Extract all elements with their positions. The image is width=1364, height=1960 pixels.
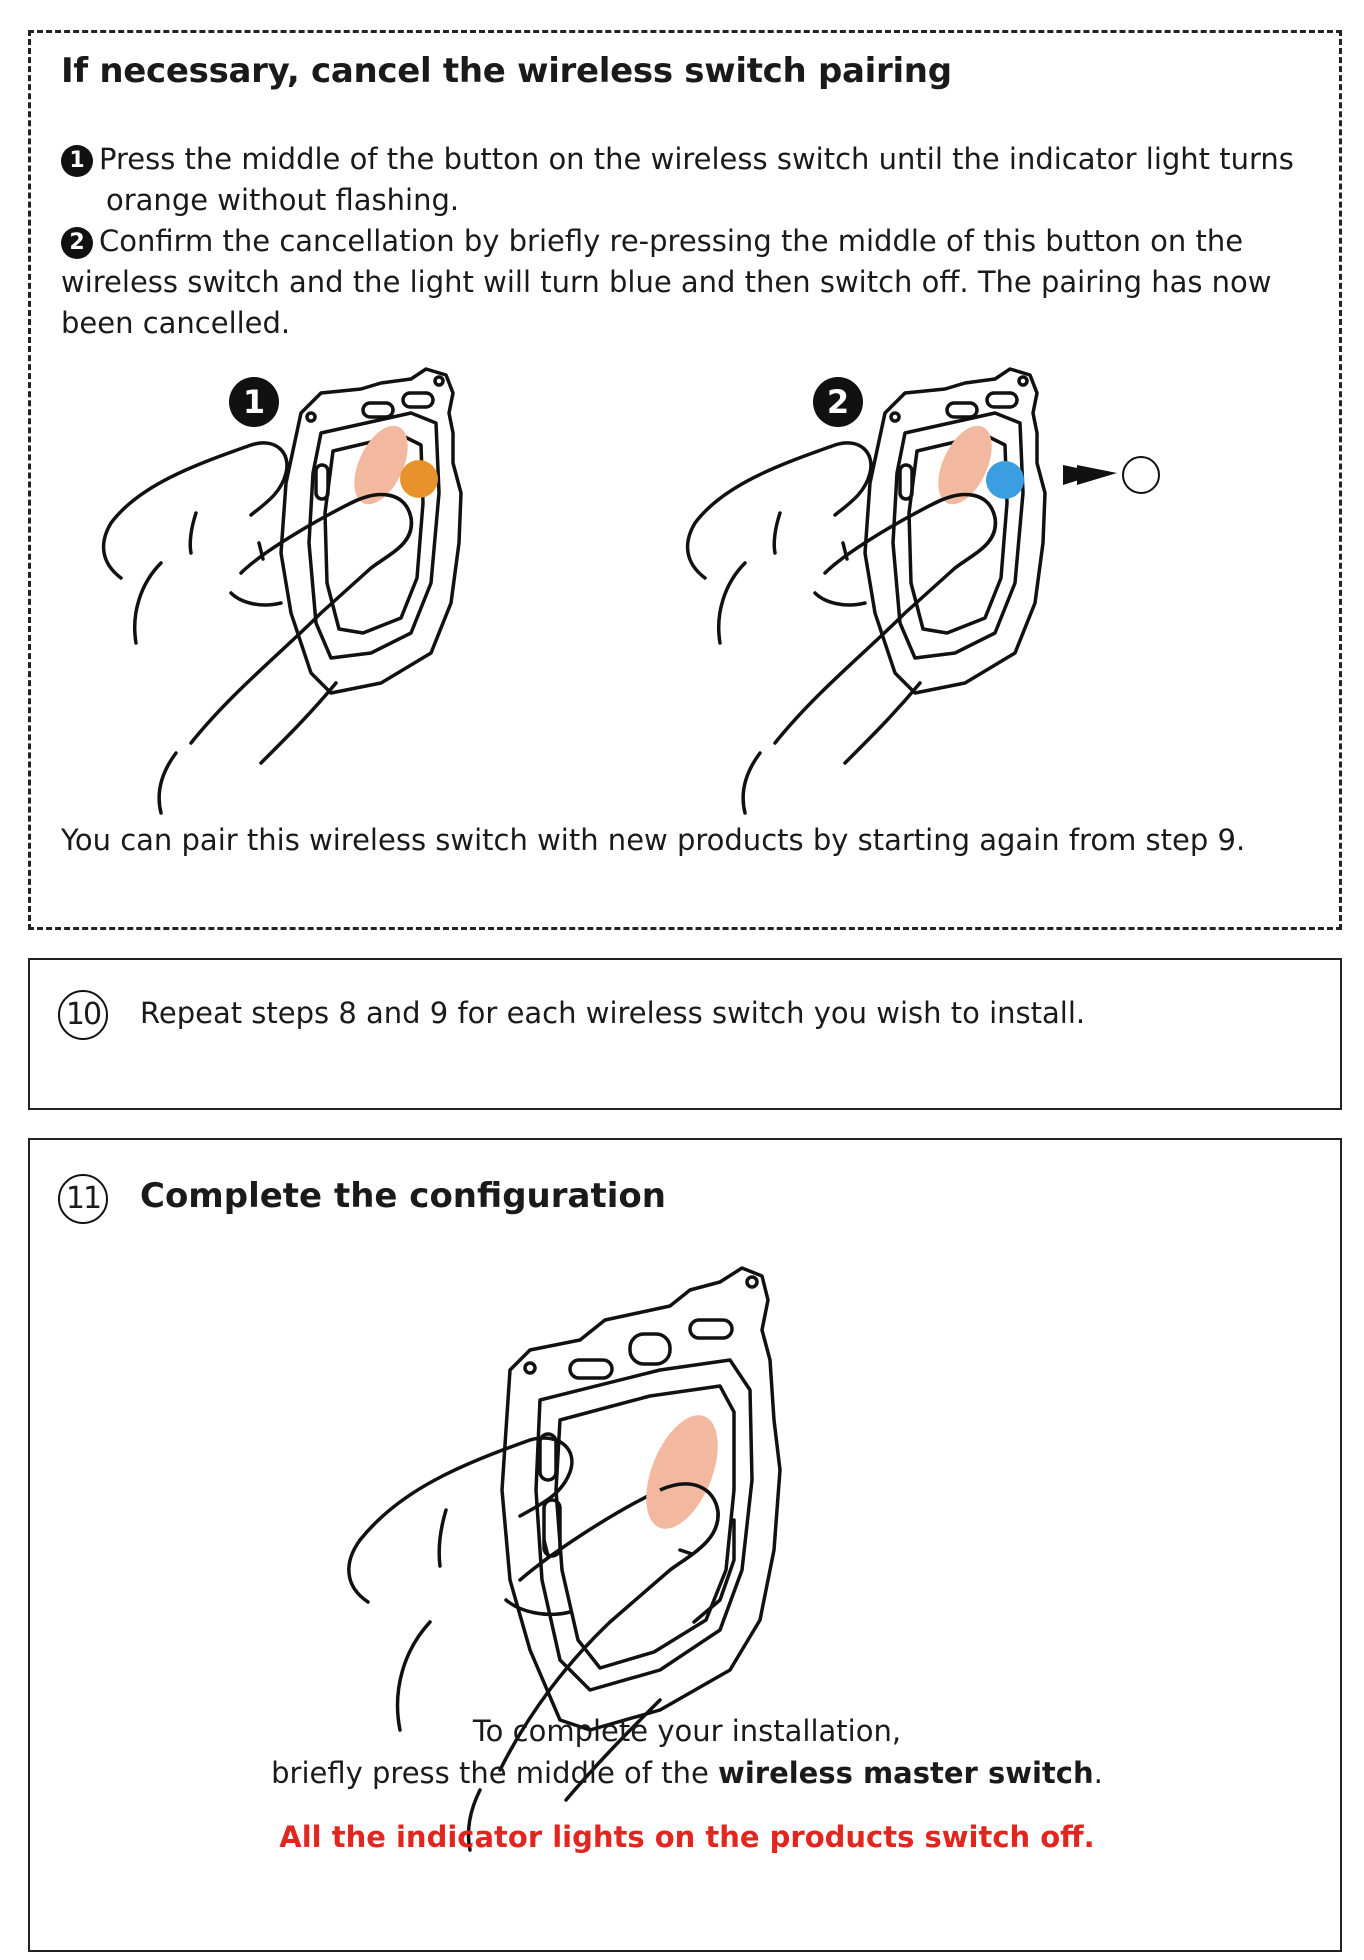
step-2-number: 2 [61, 227, 93, 259]
hand-pressing-master-switch-illustration [347, 1266, 782, 1852]
off-indicator-light [1122, 456, 1160, 494]
step-1-number: 1 [61, 145, 93, 177]
step-2-text-continued-1: wireless switch and the light will turn … [61, 265, 1272, 299]
press-zone-2 [938, 425, 992, 505]
step-10-text: Repeat steps 8 and 9 for each wireless s… [140, 996, 1086, 1030]
step-10-box: 10 Repeat steps 8 and 9 for each wireles… [28, 958, 1342, 1110]
step-2-text: Confirm the cancellation by briefly re-p… [99, 224, 1244, 258]
double-arrow-icon [1063, 465, 1117, 485]
completion-line-2: briefly press the middle of the wireless… [30, 1752, 1344, 1794]
hand-pressing-switch-illustration-1 [101, 367, 463, 815]
completion-line-2-suffix: . [1093, 1756, 1103, 1790]
press-zone-1 [354, 425, 408, 505]
step-11-box: 11 Complete the configuration [28, 1138, 1342, 1952]
completion-line-1: To complete your installation, [472, 1714, 902, 1748]
cancel-pairing-section: If necessary, cancel the wireless switch… [28, 30, 1342, 930]
section-title: If necessary, cancel the wireless switch… [61, 51, 952, 91]
completion-line-2-prefix: briefly press the middle of the [271, 1756, 719, 1790]
hand-pressing-switch-illustration-2 [685, 367, 1160, 815]
illustration-2-label: 2 [813, 377, 863, 427]
warning-text: All the indicator lights on the products… [279, 1820, 1095, 1854]
press-zone-master [646, 1415, 718, 1529]
blue-indicator-light [986, 461, 1024, 499]
orange-indicator-light [400, 460, 438, 498]
wireless-master-switch-text: wireless master switch [718, 1756, 1094, 1790]
step-11-title: Complete the configuration [140, 1176, 666, 1216]
step-1-text: Press the middle of the button on the wi… [99, 142, 1294, 176]
step-11-number: 11 [58, 1174, 108, 1224]
step-2-text-continued-2: been cancelled. [61, 306, 291, 340]
step-10-number: 10 [58, 990, 108, 1040]
illustration-1-label: 1 [229, 377, 279, 427]
footnote: You can pair this wireless switch with n… [61, 823, 1246, 857]
step-1-text-continued: orange without flashing. [106, 183, 460, 217]
